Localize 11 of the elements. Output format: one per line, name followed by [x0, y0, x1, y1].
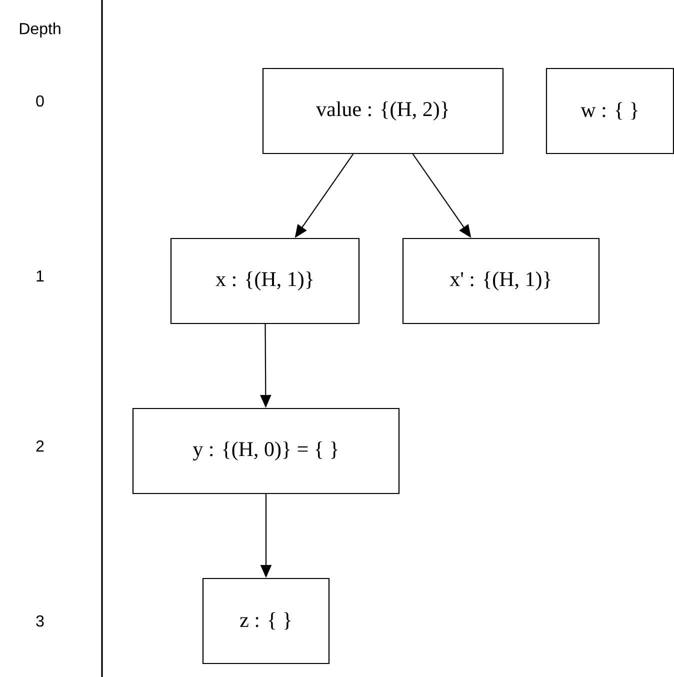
state-box: w : { }	[546, 68, 674, 154]
depth-number: 0	[36, 95, 44, 107]
state-box: value : {(H, 2)}	[262, 68, 504, 154]
state-box: x' : {(H, 1)}	[402, 238, 600, 324]
axis-title: Depth	[20, 22, 60, 38]
state-box: y : {(H, 0)} = { }	[132, 408, 400, 494]
depth-number: 3	[36, 615, 44, 627]
depth-number: 1	[36, 270, 44, 282]
depth-number: 2	[36, 440, 44, 452]
state-box: x : {(H, 1)}	[170, 238, 360, 324]
state-box: z : { }	[202, 578, 330, 664]
